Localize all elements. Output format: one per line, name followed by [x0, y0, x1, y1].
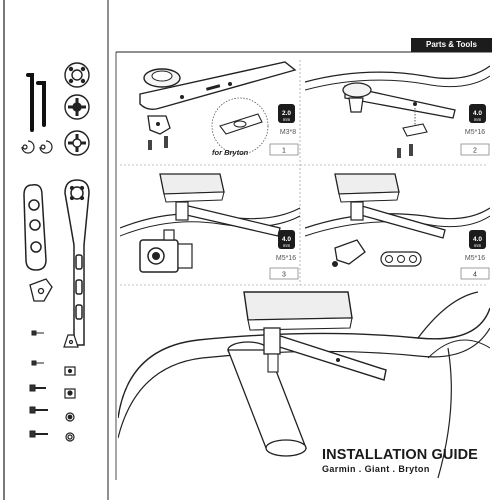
step-4-panel: 4.0 mm M5*16 4 [305, 173, 490, 280]
assembled-mount-illustration [118, 291, 490, 479]
screw-spec: M5*16 [465, 129, 485, 136]
extension-plate-icon [23, 183, 47, 271]
wrench-unit-text: mm [474, 243, 482, 248]
step-number: 4 [473, 272, 477, 279]
wrench-unit-text: mm [283, 117, 291, 122]
step-number: 1 [282, 148, 286, 155]
parts-tools-label: Parts & Tools [411, 38, 492, 52]
round-mount-icon [64, 94, 90, 120]
step-number: 3 [282, 272, 286, 279]
wrench-size-text: 4.0 [282, 236, 291, 243]
bryton-note: for Bryton [212, 148, 249, 157]
allen-key-icon [26, 73, 46, 132]
guide-title: INSTALLATION GUIDE [322, 447, 478, 463]
wrench-size-badge [469, 230, 486, 249]
screw-spec: M5*16 [276, 255, 296, 262]
wrench-unit-text: mm [474, 117, 482, 122]
wrench-size-badge [469, 104, 486, 123]
wrench-size-text: 2.0 [282, 110, 291, 117]
step-3-panel: 4.0 mm M5*16 3 [120, 173, 300, 280]
screw-spec: M3*8 [280, 129, 296, 136]
wrench-size-badge [278, 230, 295, 249]
wrench-unit-text: mm [283, 243, 291, 248]
long-arm-icon [64, 179, 90, 346]
parts-list [21, 62, 90, 442]
round-mount-icon [64, 62, 90, 88]
guide-subtitle: Garmin . Giant . Bryton [322, 464, 430, 474]
step-number: 2 [473, 148, 477, 155]
adapter-icon [29, 278, 53, 302]
wrench-size-text: 4.0 [473, 236, 482, 243]
step-2-panel: 4.0 mm M5*16 2 [305, 65, 490, 158]
wrench-size-badge [278, 104, 295, 123]
step-1-panel: for Bryton 2.0 mm M3*8 1 [139, 61, 299, 157]
wrench-size-text: 4.0 [473, 110, 482, 117]
hardware-icon [63, 334, 79, 442]
screw-spec: M5*16 [465, 255, 485, 262]
washer-icon [21, 140, 53, 154]
screw-icon [29, 330, 48, 438]
round-mount-icon [64, 130, 90, 156]
